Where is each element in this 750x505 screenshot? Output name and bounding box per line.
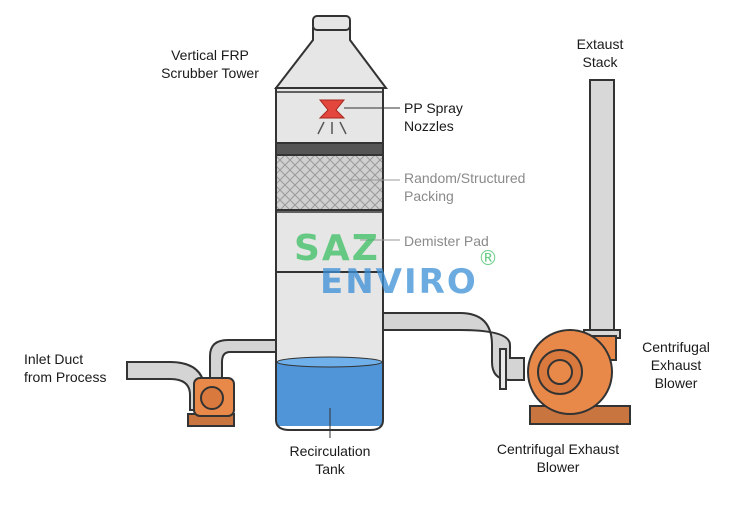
pump-to-tower-pipe [209,339,279,379]
watermark-saz: SAZ [294,228,380,269]
spray-pattern [317,121,347,135]
water-surface [276,356,383,368]
label-blower-bottom: Centrifugal Exhaust Blower [496,441,620,475]
spray-nozzle [318,99,346,119]
packing-top-band [275,142,384,156]
blower-hub [547,359,573,385]
tower-cone [273,27,388,89]
exhaust-stack [589,79,615,337]
packing-bed [275,154,384,211]
tower-body [275,87,384,371]
pump-impeller [200,386,224,410]
outlet-flange [499,348,507,390]
label-tower: Vertical FRP Scrubber Tower [161,47,259,81]
label-blower-right: Centrifugal Exhaust Blower [642,339,710,391]
outlet-duct [382,312,525,381]
tower-cap [312,15,351,31]
label-inlet: Inlet Duct from Process [24,351,107,385]
watermark-registered-mark: ® [478,246,500,270]
label-packing: Random/Structured Packing [404,170,526,204]
label-spray-nozzles: PP Spray Nozzles [404,100,463,134]
label-demister: Demister Pad [404,233,489,249]
inlet-duct [126,361,206,411]
label-stack: Extaust Stack [576,36,624,70]
label-tank: Recirculation Tank [289,443,371,477]
watermark-enviro: ENVIRO [320,262,478,302]
